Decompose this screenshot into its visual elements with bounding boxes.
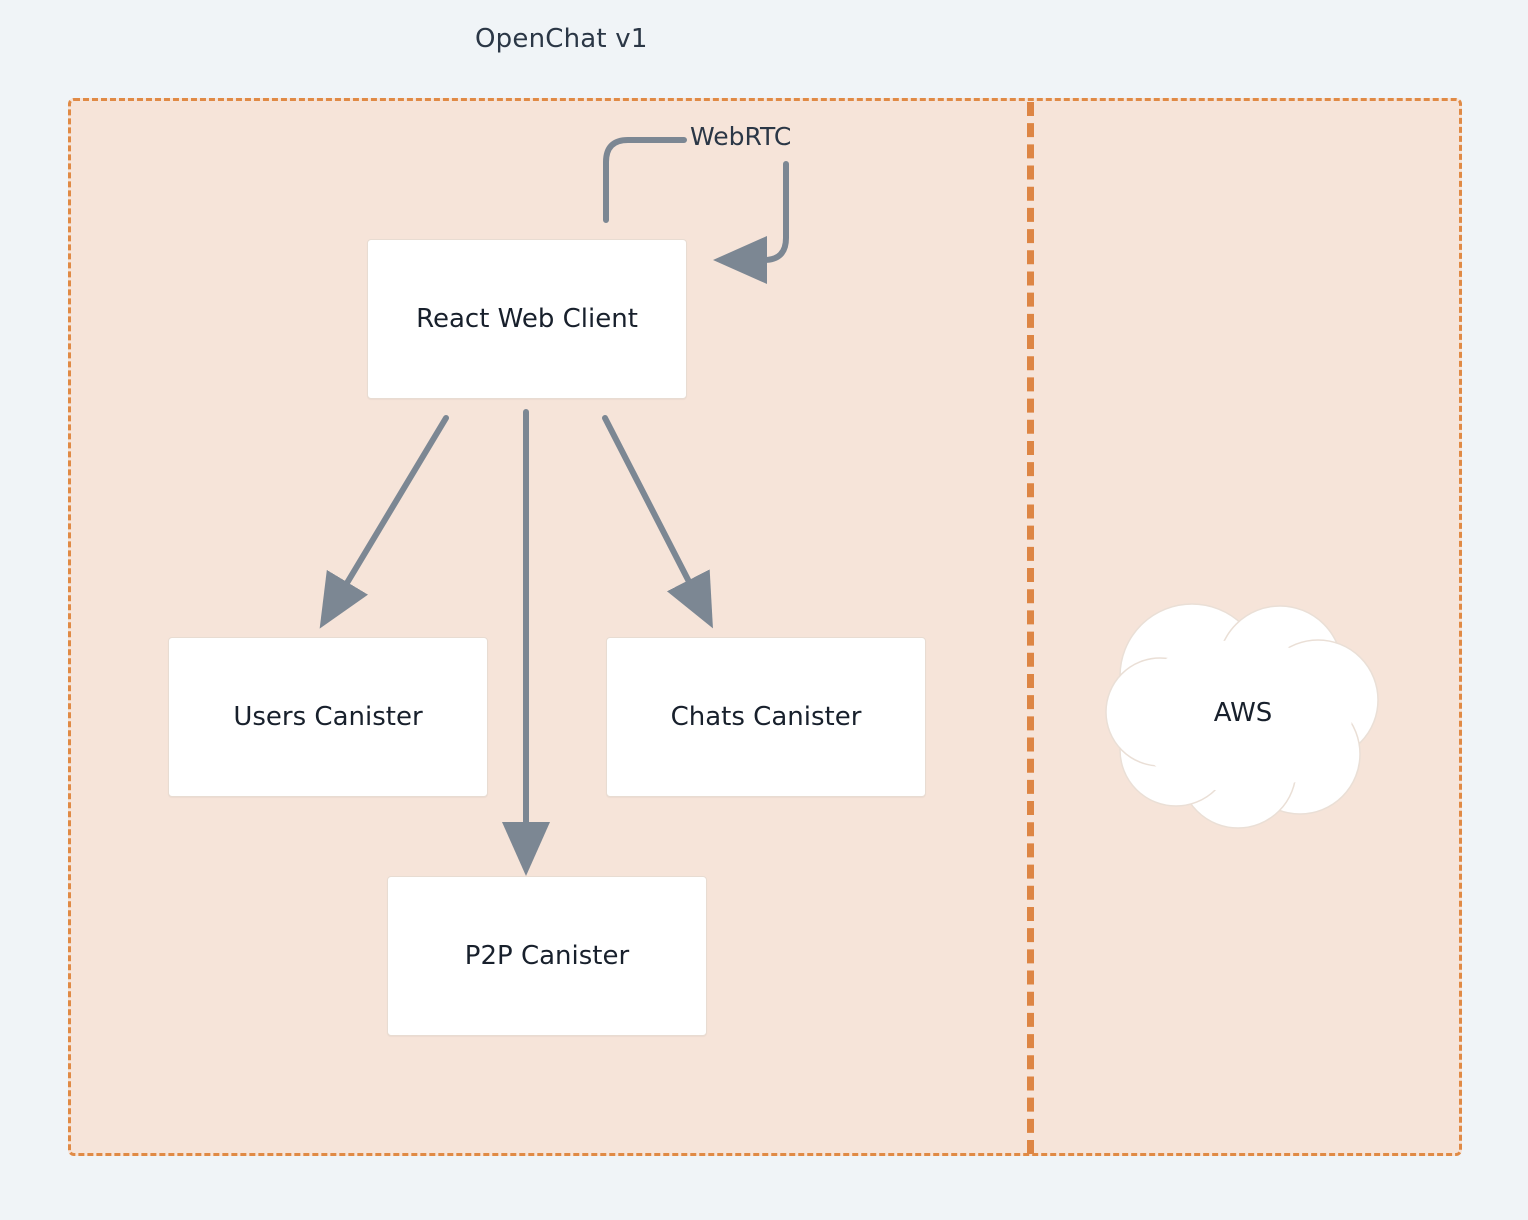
diagram-title: OpenChat v1	[475, 24, 648, 54]
users-canister-node[interactable]: Users Canister	[168, 637, 488, 797]
p2p-canister-node[interactable]: P2P Canister	[387, 876, 707, 1036]
region-divider	[1027, 102, 1034, 1154]
aws-label: AWS	[1213, 698, 1273, 728]
webrtc-edge-label: WebRTC	[688, 122, 794, 151]
react-web-client-node[interactable]: React Web Client	[367, 239, 687, 399]
cloud-icon	[1105, 603, 1379, 829]
edge-client-to-chats	[602, 415, 713, 629]
react-web-client-label: React Web Client	[416, 304, 638, 334]
chats-canister-node[interactable]: Chats Canister	[606, 637, 926, 797]
edge-webrtc-loop-end	[713, 161, 789, 284]
users-canister-label: Users Canister	[233, 702, 423, 732]
p2p-canister-label: P2P Canister	[464, 941, 630, 971]
chats-canister-label: Chats Canister	[670, 702, 862, 732]
edge-webrtc-loop-start	[603, 137, 687, 223]
edge-client-to-users	[319, 415, 449, 629]
